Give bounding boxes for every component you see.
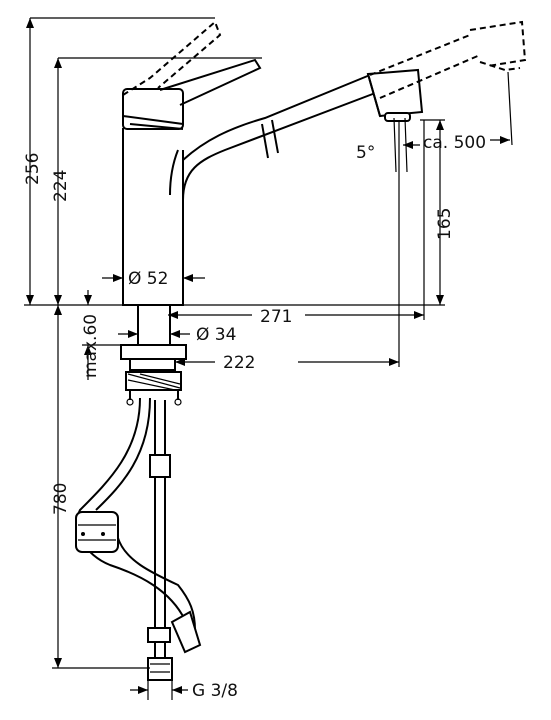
label-165: 165: [435, 208, 455, 240]
label-271: 271: [260, 307, 292, 327]
label-g38: G 3/8: [192, 681, 238, 701]
label-d52: Ø 52: [128, 269, 168, 289]
dimension-lines: [24, 17, 513, 700]
label-max60: max.60: [81, 314, 101, 378]
dimension-labels: 256 224 165 780 max.60 271 222 Ø 52 Ø 34…: [23, 133, 486, 701]
label-222: 222: [223, 353, 255, 373]
label-780: 780: [51, 483, 71, 515]
label-224: 224: [51, 170, 71, 202]
label-5deg: 5°: [356, 143, 375, 163]
mounting-assembly: [120, 304, 187, 406]
label-d34: Ø 34: [196, 325, 236, 345]
hoses: [75, 397, 202, 681]
faucet-body: [122, 58, 424, 306]
dashed-positions: [122, 20, 527, 99]
label-ca500: ca. 500: [423, 133, 486, 153]
label-256: 256: [23, 153, 43, 185]
